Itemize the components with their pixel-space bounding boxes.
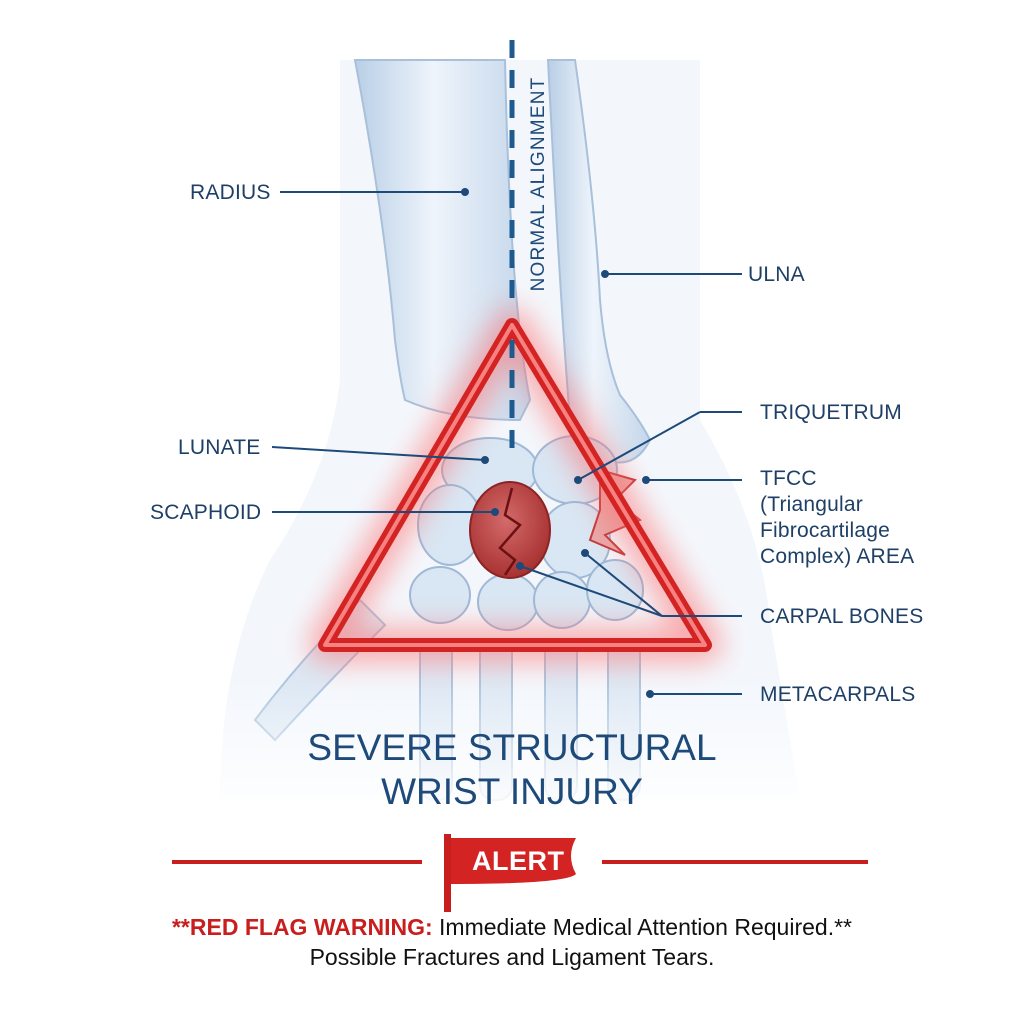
injury-title-line1: SEVERE STRUCTURAL: [307, 727, 717, 768]
label-tfcc-line1: TFCC: [760, 467, 817, 490]
injury-title: SEVERE STRUCTURAL WRIST INJURY: [212, 726, 812, 814]
label-tfcc: TFCC (Triangular Fibrocartilage Complex)…: [760, 466, 960, 570]
warning-message: **RED FLAG WARNING: Immediate Medical At…: [0, 912, 1024, 972]
fractured-scaphoid: [469, 481, 551, 579]
fracture-line: [498, 487, 522, 576]
label-radius: RADIUS: [190, 181, 271, 204]
warning-triangle-highlight: [323, 323, 707, 647]
label-tfcc-line4: Complex) AREA: [760, 545, 915, 568]
label-tfcc-line3: Fibrocartilage: [760, 519, 891, 542]
label-scaphoid: SCAPHOID: [150, 501, 262, 524]
carpal-bone-left-2: [409, 566, 471, 624]
warning-emphasis: **RED FLAG WARNING:: [171, 914, 433, 940]
warning-line2: Possible Fractures and Ligament Tears.: [309, 944, 715, 970]
fade-overlay: [180, 680, 840, 820]
alignment-label: NORMAL ALIGNMENT: [528, 76, 549, 292]
label-carpal-bones: CARPAL BONES: [760, 605, 924, 628]
alert-label: ALERT: [472, 846, 565, 876]
warning-line1-text: Immediate Medical Attention Required.**: [432, 914, 852, 940]
injury-title-line2: WRIST INJURY: [381, 771, 643, 812]
label-tfcc-line2: (Triangular: [760, 493, 863, 516]
label-ulna: ULNA: [748, 263, 805, 286]
label-triquetrum: TRIQUETRUM: [760, 401, 902, 424]
alert-flag-icon: [444, 834, 576, 912]
warning-line1: **RED FLAG WARNING: Immediate Medical At…: [0, 912, 1024, 942]
carpal-bone-mid-1: [477, 573, 539, 631]
ulna-bone: [546, 59, 652, 464]
label-lunate: LUNATE: [178, 436, 261, 459]
carpal-bone-right-2: [586, 559, 644, 621]
label-metacarpals: METACARPALS: [760, 683, 916, 706]
leader-lines: [271, 188, 742, 698]
